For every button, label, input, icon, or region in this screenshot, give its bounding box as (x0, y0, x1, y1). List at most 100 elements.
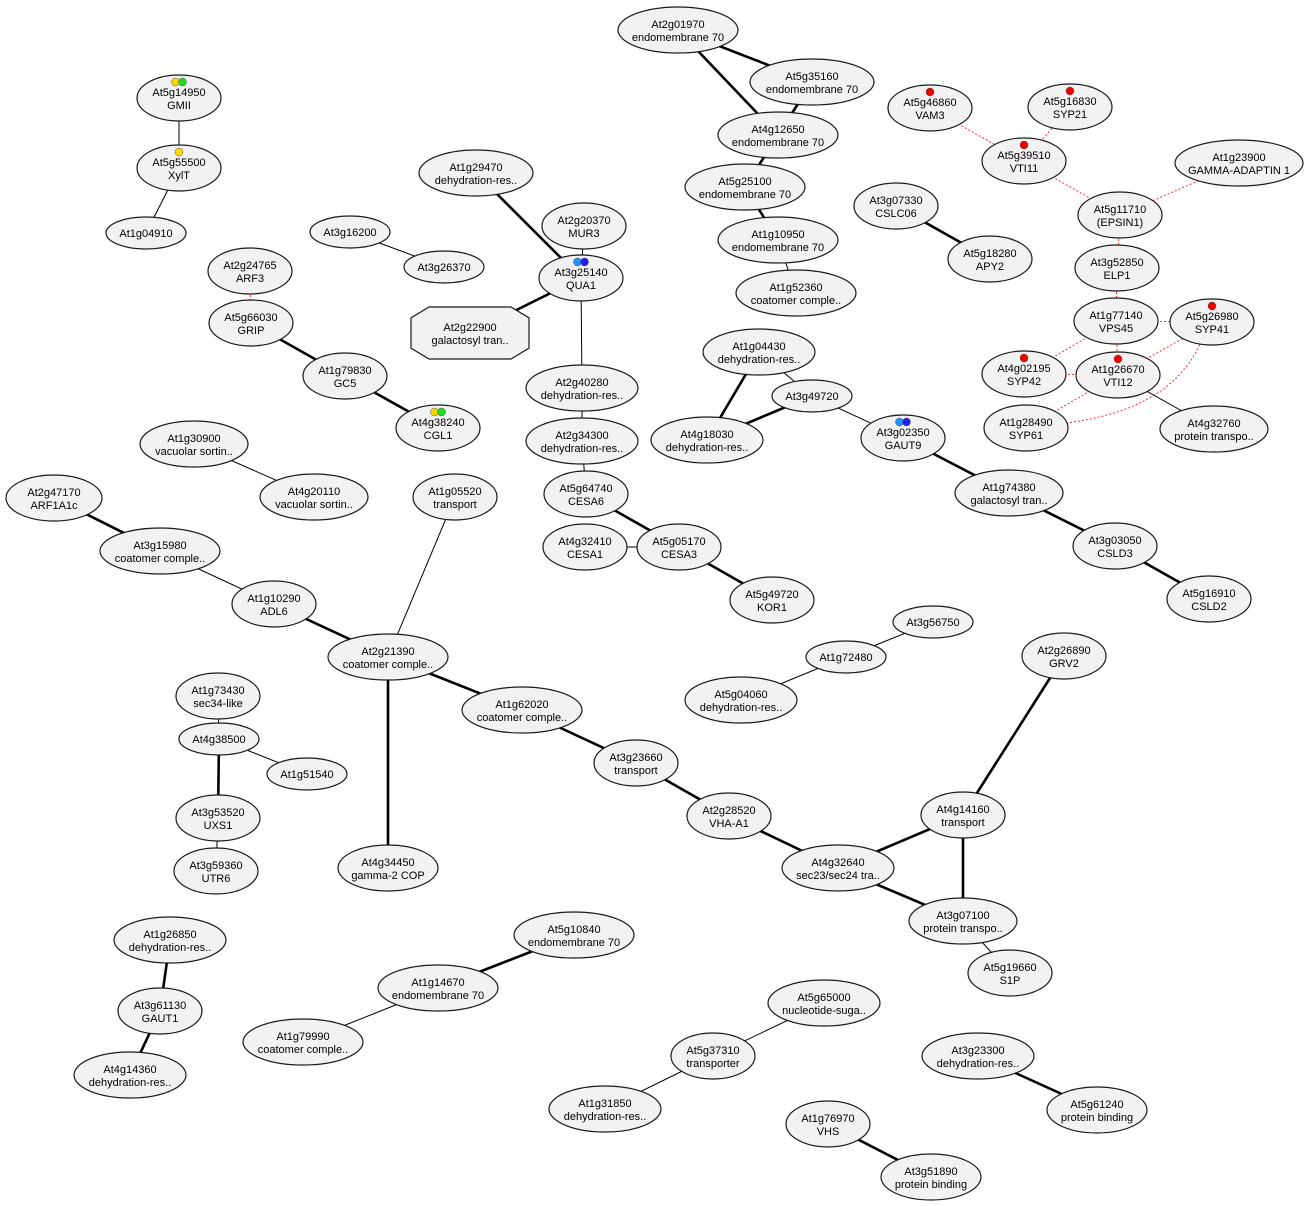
node-shape[interactable] (892, 605, 974, 639)
node-At3g26370[interactable]: At3g26370 (403, 250, 485, 284)
node-shape[interactable] (1021, 632, 1107, 680)
node-shape[interactable] (1159, 405, 1269, 453)
node-shape[interactable] (749, 58, 875, 106)
node-At1g04910[interactable]: At1g04910 (105, 216, 187, 250)
node-shape[interactable] (136, 144, 222, 192)
node-shape[interactable] (1027, 83, 1113, 131)
node-shape[interactable] (981, 350, 1067, 398)
node-shape[interactable] (670, 1032, 756, 1080)
node-shape[interactable] (175, 672, 261, 720)
node-shape[interactable] (921, 1032, 1035, 1080)
node-shape[interactable] (781, 844, 895, 892)
node-shape[interactable] (1166, 575, 1252, 623)
node-shape[interactable] (543, 470, 629, 518)
node-shape[interactable] (1073, 297, 1159, 345)
node-shape[interactable] (525, 417, 639, 465)
node-shape[interactable] (302, 352, 388, 400)
node-shape[interactable] (1169, 298, 1255, 346)
node-shape[interactable] (541, 202, 627, 250)
node-shape[interactable] (410, 306, 530, 360)
node-shape[interactable] (967, 949, 1053, 997)
node-shape[interactable] (178, 722, 260, 756)
node-shape[interactable] (395, 404, 481, 452)
node-shape[interactable] (684, 163, 806, 211)
node-shape[interactable] (767, 979, 881, 1027)
node-shape[interactable] (259, 473, 369, 521)
node-shape[interactable] (593, 739, 679, 787)
node-shape[interactable] (954, 469, 1064, 517)
node-shape[interactable] (117, 987, 203, 1035)
node-shape[interactable] (636, 523, 722, 571)
node-shape[interactable] (717, 216, 839, 264)
node-shape[interactable] (1046, 1086, 1148, 1134)
node-At1g72480[interactable]: At1g72480 (805, 640, 887, 674)
node-shape[interactable] (1072, 522, 1158, 570)
node-shape[interactable] (538, 254, 624, 302)
node-shape[interactable] (542, 523, 628, 571)
node-shape[interactable] (73, 1051, 187, 1099)
node-shape[interactable] (729, 576, 815, 624)
node-shape[interactable] (207, 247, 293, 295)
node-shape[interactable] (1074, 244, 1160, 292)
node-shape[interactable] (702, 328, 816, 376)
node-shape[interactable] (853, 182, 939, 230)
node-shape[interactable] (99, 527, 221, 575)
node-shape[interactable] (231, 580, 317, 628)
node-shape[interactable] (887, 84, 973, 132)
node-shape[interactable] (105, 216, 187, 250)
node-shape[interactable] (735, 269, 857, 317)
node-shape[interactable] (785, 1100, 871, 1148)
node-shape[interactable] (412, 473, 498, 521)
node-shape[interactable] (983, 404, 1069, 452)
node-shape[interactable] (525, 364, 639, 412)
node-shape[interactable] (403, 250, 485, 284)
node-shape[interactable] (139, 420, 249, 468)
node-shape[interactable] (266, 757, 348, 791)
node-At3g56750[interactable]: At3g56750 (892, 605, 974, 639)
